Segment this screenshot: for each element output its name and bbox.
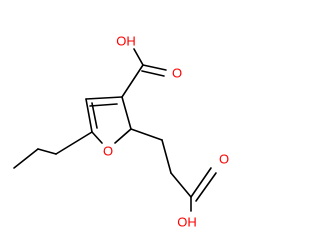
- bond-c3-c2: [121, 96, 132, 130]
- bond-c4-c3: [85, 96, 123, 100]
- bond-propyl-3: [13, 148, 39, 169]
- bond-carboxyl-o-double-1: [142, 64, 167, 71]
- chemical-structure: OH O O O OH: [13, 34, 229, 230]
- bond-chain-carboxyl: [170, 172, 192, 198]
- hydroxyl-top-label: OH: [116, 34, 136, 49]
- bond-c5-propyl-1: [55, 131, 93, 155]
- carbonyl-oxygen-top-label: O: [172, 66, 182, 81]
- bond-bottom-o-double-1: [190, 167, 212, 198]
- bond-propyl-2: [37, 148, 57, 155]
- ring-oxygen-label: O: [103, 144, 113, 159]
- bond-carboxyl-oh: [133, 48, 144, 66]
- hydroxyl-bottom-label: OH: [177, 215, 197, 230]
- bond-chain-2: [161, 139, 172, 174]
- bond-carboxyl-o-double-2: [141, 70, 165, 77]
- bond-c3-carboxyl: [121, 64, 144, 98]
- bond-c4-c3-inner: [89, 103, 118, 107]
- carbonyl-oxygen-bottom-label: O: [219, 152, 229, 167]
- bond-c2-chain-1: [130, 128, 163, 141]
- bond-o1-c5: [91, 131, 103, 144]
- bond-bottom-o-double-2: [195, 172, 217, 202]
- bond-c2-o1: [114, 128, 132, 144]
- bond-c5-c4-inner: [91, 102, 98, 129]
- bond-c5-c4: [85, 98, 93, 133]
